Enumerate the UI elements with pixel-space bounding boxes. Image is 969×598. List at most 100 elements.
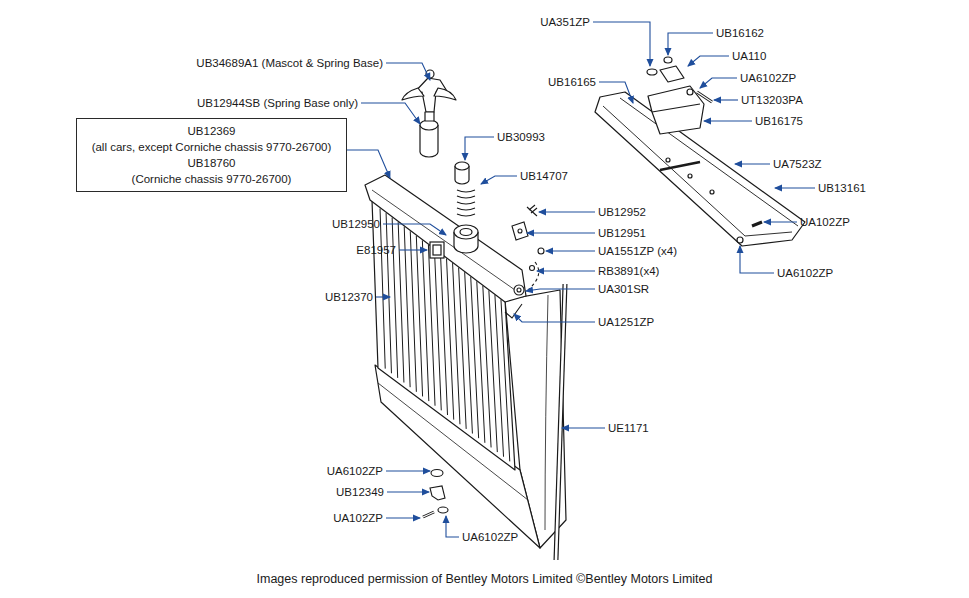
part-number: UB12349 <box>336 485 384 499</box>
drawing-stroke <box>465 137 494 160</box>
drawing-stroke <box>505 304 522 318</box>
drawing-stroke <box>446 516 459 537</box>
part-number: UA1551ZP (x4) <box>598 244 677 258</box>
drawing-stroke <box>423 512 434 517</box>
drawing-stroke <box>688 174 692 178</box>
drawing-stroke <box>527 232 595 233</box>
part-number: UB16175 <box>755 114 803 128</box>
drawing-stroke <box>455 162 469 170</box>
part-number: UB34689A1 (Mascot & Spring Base) <box>196 56 383 70</box>
part-number: UA6102ZP <box>327 464 383 478</box>
drawing-stroke <box>752 222 762 226</box>
drawing-stroke <box>386 470 430 471</box>
part-number: RB3891(x4) <box>598 264 659 278</box>
note-box: UB12369(all cars, except Corniche chassi… <box>76 118 347 192</box>
drawing-stroke <box>700 78 737 88</box>
part-number: UA6102ZP <box>777 266 833 280</box>
drawing-stroke <box>546 250 595 251</box>
lower-fixings <box>423 470 448 518</box>
drawing-stroke <box>652 104 700 112</box>
drawing-stroke <box>386 63 430 80</box>
part-number: UA102ZP <box>333 511 383 525</box>
part-number: UA351ZP <box>540 15 590 29</box>
drawing-stroke <box>539 211 595 212</box>
grill-slat <box>392 218 398 378</box>
drawing-stroke <box>538 248 544 254</box>
part-number: UA6102ZP <box>462 530 518 544</box>
drawing-stroke <box>775 187 815 188</box>
drawing-stroke <box>666 158 670 162</box>
part-number: UB12952 <box>598 205 646 219</box>
drawing-stroke <box>556 284 565 560</box>
drawing-stroke <box>688 56 729 66</box>
drawing-stroke <box>399 249 427 250</box>
drawing-stroke <box>434 88 456 100</box>
side-fixings <box>505 205 544 318</box>
drawing-stroke <box>647 69 657 75</box>
grill-slat <box>459 268 467 429</box>
drawing-stroke <box>430 486 445 500</box>
drawing-stroke <box>438 507 448 513</box>
part-note: (all cars, except Corniche chassis 9770-… <box>83 139 340 155</box>
grill-slat <box>453 263 460 424</box>
part-number: UB12951 <box>598 226 646 240</box>
drawing-stroke <box>514 314 595 322</box>
drawing-stroke <box>648 86 704 134</box>
part-number: UA110 <box>732 49 766 63</box>
part-number: UB12369 <box>83 123 340 139</box>
drawing-stroke <box>687 89 693 95</box>
grill-slat <box>416 236 422 397</box>
drawing-stroke <box>660 66 684 82</box>
drawing-stroke <box>599 82 633 103</box>
drawing-stroke <box>517 288 521 292</box>
grill-slat <box>398 222 404 382</box>
drawing-stroke <box>430 242 444 258</box>
part-number: UA7523Z <box>773 157 822 171</box>
drawing-stroke <box>347 150 390 178</box>
part-number: UT13203PA <box>741 93 803 107</box>
grill-slat <box>380 209 385 369</box>
part-number: UB18760 <box>83 155 340 171</box>
drawing-stroke <box>431 470 443 477</box>
drawing-stroke <box>704 120 752 121</box>
part-number: UA102ZP <box>800 215 850 229</box>
drawing-stroke <box>562 427 605 428</box>
drawing-stroke <box>660 162 700 170</box>
part-number: UB14707 <box>520 169 568 183</box>
drawing-stroke <box>383 224 446 235</box>
part-number: UA6102ZP <box>740 71 796 85</box>
drawing-stroke <box>537 270 595 271</box>
drawing-stroke <box>526 289 595 291</box>
part-number: UA301SR <box>598 282 649 296</box>
part-number: UB16162 <box>716 26 764 40</box>
copyright-caption: Images reproduced permission of Bentley … <box>0 572 969 586</box>
drawing-stroke <box>697 92 712 102</box>
drawing-stroke <box>764 221 797 222</box>
grill-slat <box>447 259 454 420</box>
drawing-stroke <box>737 237 743 243</box>
part-number: UB12950 <box>332 217 380 231</box>
part-number: UB16165 <box>548 75 596 89</box>
grill-slat <box>386 213 391 373</box>
grill-slat <box>434 249 441 410</box>
drawing-stroke <box>423 512 434 517</box>
part-number: UB12370 <box>325 290 373 304</box>
drawing-stroke <box>556 284 565 560</box>
drawing-stroke <box>697 92 712 102</box>
drawing-stroke <box>457 190 475 216</box>
drawing-stroke <box>512 222 528 240</box>
drawing-stroke <box>735 163 770 164</box>
drawing-stroke <box>593 22 650 66</box>
drawing-stroke <box>740 246 774 273</box>
drawing-stroke <box>668 33 713 55</box>
drawing-stroke <box>710 190 714 194</box>
drawing-stroke <box>528 262 539 290</box>
part-number: E81957 <box>356 243 396 257</box>
drawing-stroke <box>387 491 429 492</box>
leader-lines <box>347 22 815 537</box>
drawing-stroke <box>460 229 472 236</box>
grill-slat <box>501 299 510 461</box>
drawing-stroke <box>433 245 441 255</box>
